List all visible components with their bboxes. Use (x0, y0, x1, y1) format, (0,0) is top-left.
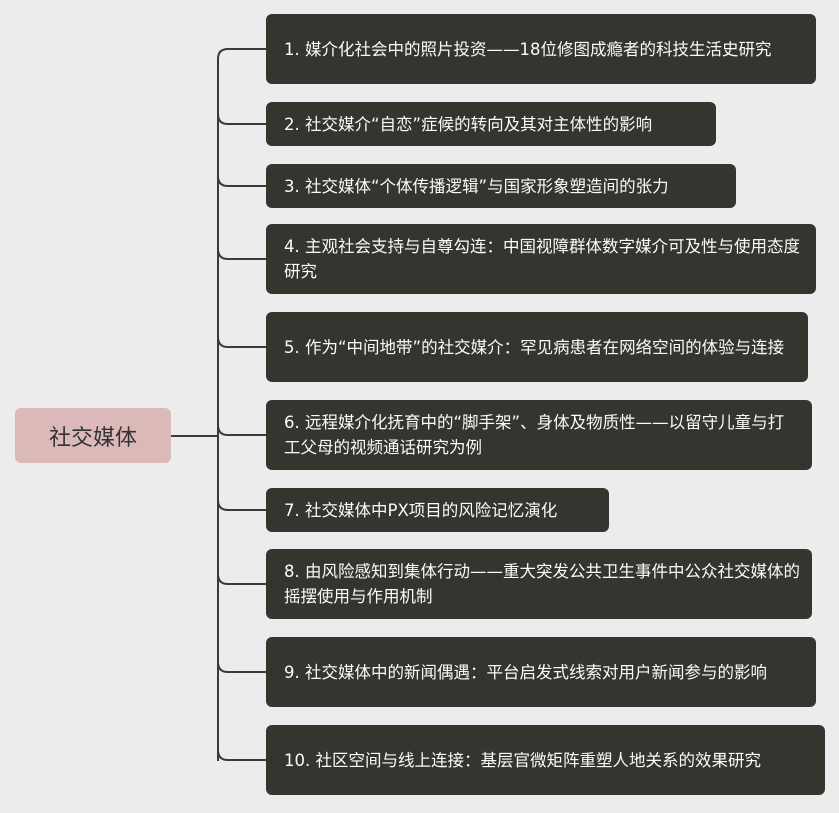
branch-topic-label: 2. 社交媒介“自恋”症候的转向及其对主体性的影响 (284, 114, 653, 134)
root-topic-label: 社交媒体 (48, 425, 137, 451)
branch-topic-6[interactable]: 6. 远程媒介化抚育中的“脚手架”、身体及物质性——以留守儿童与打工父母的视频通… (266, 400, 812, 470)
branch-connector-5 (217, 336, 266, 348)
branch-topic-label: 5. 作为“中间地带”的社交媒介：罕见病患者在网络空间的体验与连接 (284, 337, 785, 357)
root-topic[interactable]: 社交媒体 (15, 408, 171, 463)
branch-connector-1 (217, 48, 266, 60)
branch-topic-label: 3. 社交媒体“个体传播逻辑”与国家形象塑造间的张力 (284, 176, 669, 196)
branch-topic-9[interactable]: 9. 社交媒体中的新闻偶遇：平台启发式线索对用户新闻参与的影响 (266, 637, 816, 707)
branch-topic-label: 7. 社交媒体中PX项目的风险记忆演化 (284, 500, 558, 520)
branch-topic-10[interactable]: 10. 社区空间与线上连接：基层官微矩阵重塑人地关系的效果研究 (266, 725, 825, 795)
branch-topic-label: 6. 远程媒介化抚育中的“脚手架”、身体及物质性——以留守儿童与打工父母的视频通… (284, 413, 785, 457)
branch-connector-6 (217, 424, 266, 436)
branch-topic-label: 1. 媒介化社会中的照片投资——18位修图成瘾者的科技生活史研究 (284, 39, 772, 59)
branch-topic-7[interactable]: 7. 社交媒体中PX项目的风险记忆演化 (266, 488, 609, 532)
branch-topic-label: 10. 社区空间与线上连接：基层官微矩阵重塑人地关系的效果研究 (284, 750, 761, 770)
branch-connector-9 (217, 661, 266, 673)
branch-topic-5[interactable]: 5. 作为“中间地带”的社交媒介：罕见病患者在网络空间的体验与连接 (266, 312, 808, 382)
branch-topic-label: 9. 社交媒体中的新闻偶遇：平台启发式线索对用户新闻参与的影响 (284, 662, 767, 682)
branch-connector-7 (217, 499, 266, 511)
branch-connector-10 (217, 749, 266, 761)
branch-topic-4[interactable]: 4. 主观社会支持与自尊勾连：中国视障群体数字媒介可及性与使用态度研究 (266, 224, 816, 294)
branch-connector-8 (217, 573, 266, 585)
branch-connector-2 (217, 113, 266, 125)
branch-topic-3[interactable]: 3. 社交媒体“个体传播逻辑”与国家形象塑造间的张力 (266, 164, 736, 208)
branch-topic-2[interactable]: 2. 社交媒介“自恋”症候的转向及其对主体性的影响 (266, 102, 716, 146)
branch-topic-label: 8. 由风险感知到集体行动——重大突发公共卫生事件中公众社交媒体的摇摆使用与作用… (284, 562, 800, 606)
branch-topic-1[interactable]: 1. 媒介化社会中的照片投资——18位修图成瘾者的科技生活史研究 (266, 14, 816, 84)
branch-topic-8[interactable]: 8. 由风险感知到集体行动——重大突发公共卫生事件中公众社交媒体的摇摆使用与作用… (266, 549, 812, 619)
branch-connector-4 (217, 248, 266, 260)
branch-connector-3 (217, 175, 266, 187)
branch-topic-label: 4. 主观社会支持与自尊勾连：中国视障群体数字媒介可及性与使用态度研究 (284, 237, 800, 281)
